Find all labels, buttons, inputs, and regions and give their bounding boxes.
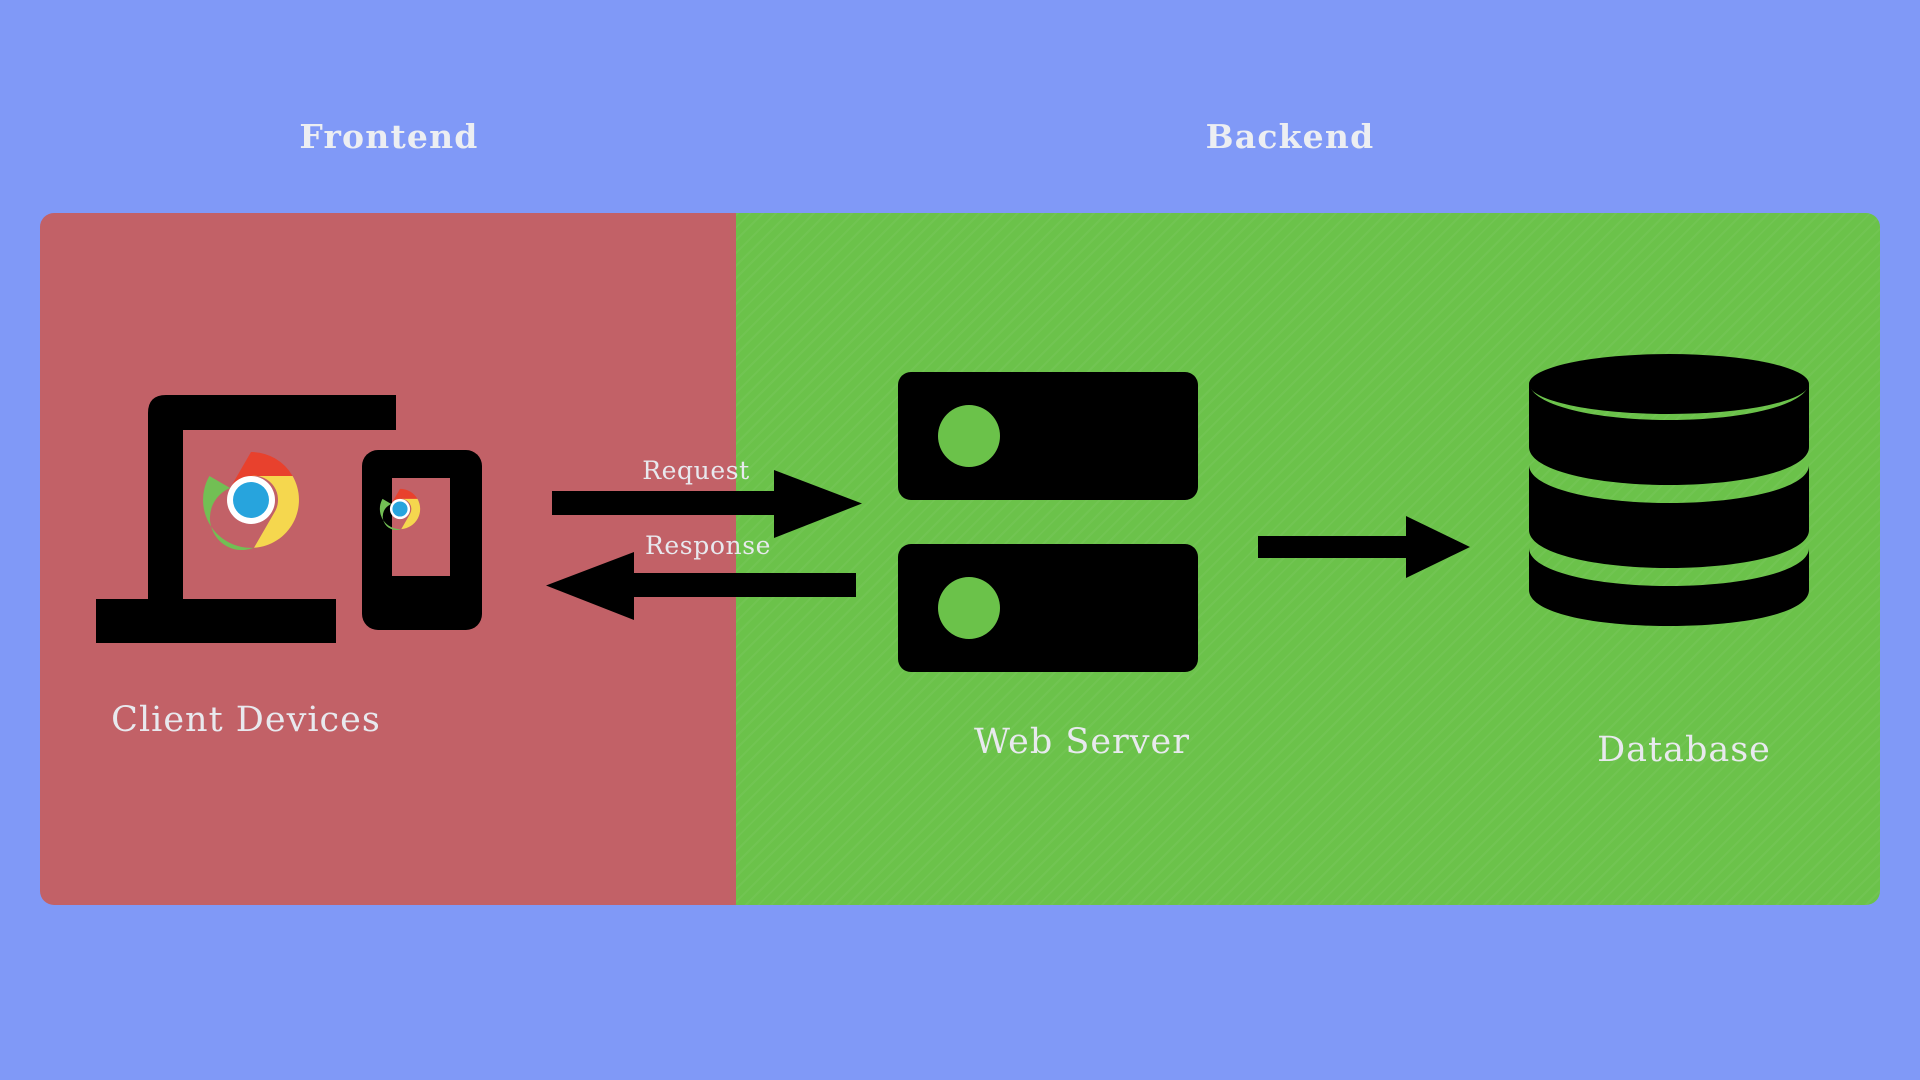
client-devices-label: Client Devices <box>111 700 381 740</box>
server-to-database-arrow-icon <box>1258 516 1470 582</box>
response-arrow-icon <box>546 552 856 624</box>
chrome-logo-small-icon <box>379 488 421 534</box>
web-server-label: Web Server <box>973 722 1191 762</box>
request-arrow-icon <box>552 470 862 542</box>
request-flow-label: Request <box>642 456 750 485</box>
smartphone-icon <box>362 450 482 634</box>
response-flow-label: Response <box>644 531 772 560</box>
laptop-icon <box>96 383 396 647</box>
database-label: Database <box>1597 730 1771 770</box>
backend-section-title: Backend <box>1205 117 1375 156</box>
chrome-logo-icon <box>201 450 301 554</box>
database-cylinder-icon <box>1524 352 1814 631</box>
server-rack-icon <box>898 372 1198 676</box>
frontend-section-title: Frontend <box>299 117 479 156</box>
